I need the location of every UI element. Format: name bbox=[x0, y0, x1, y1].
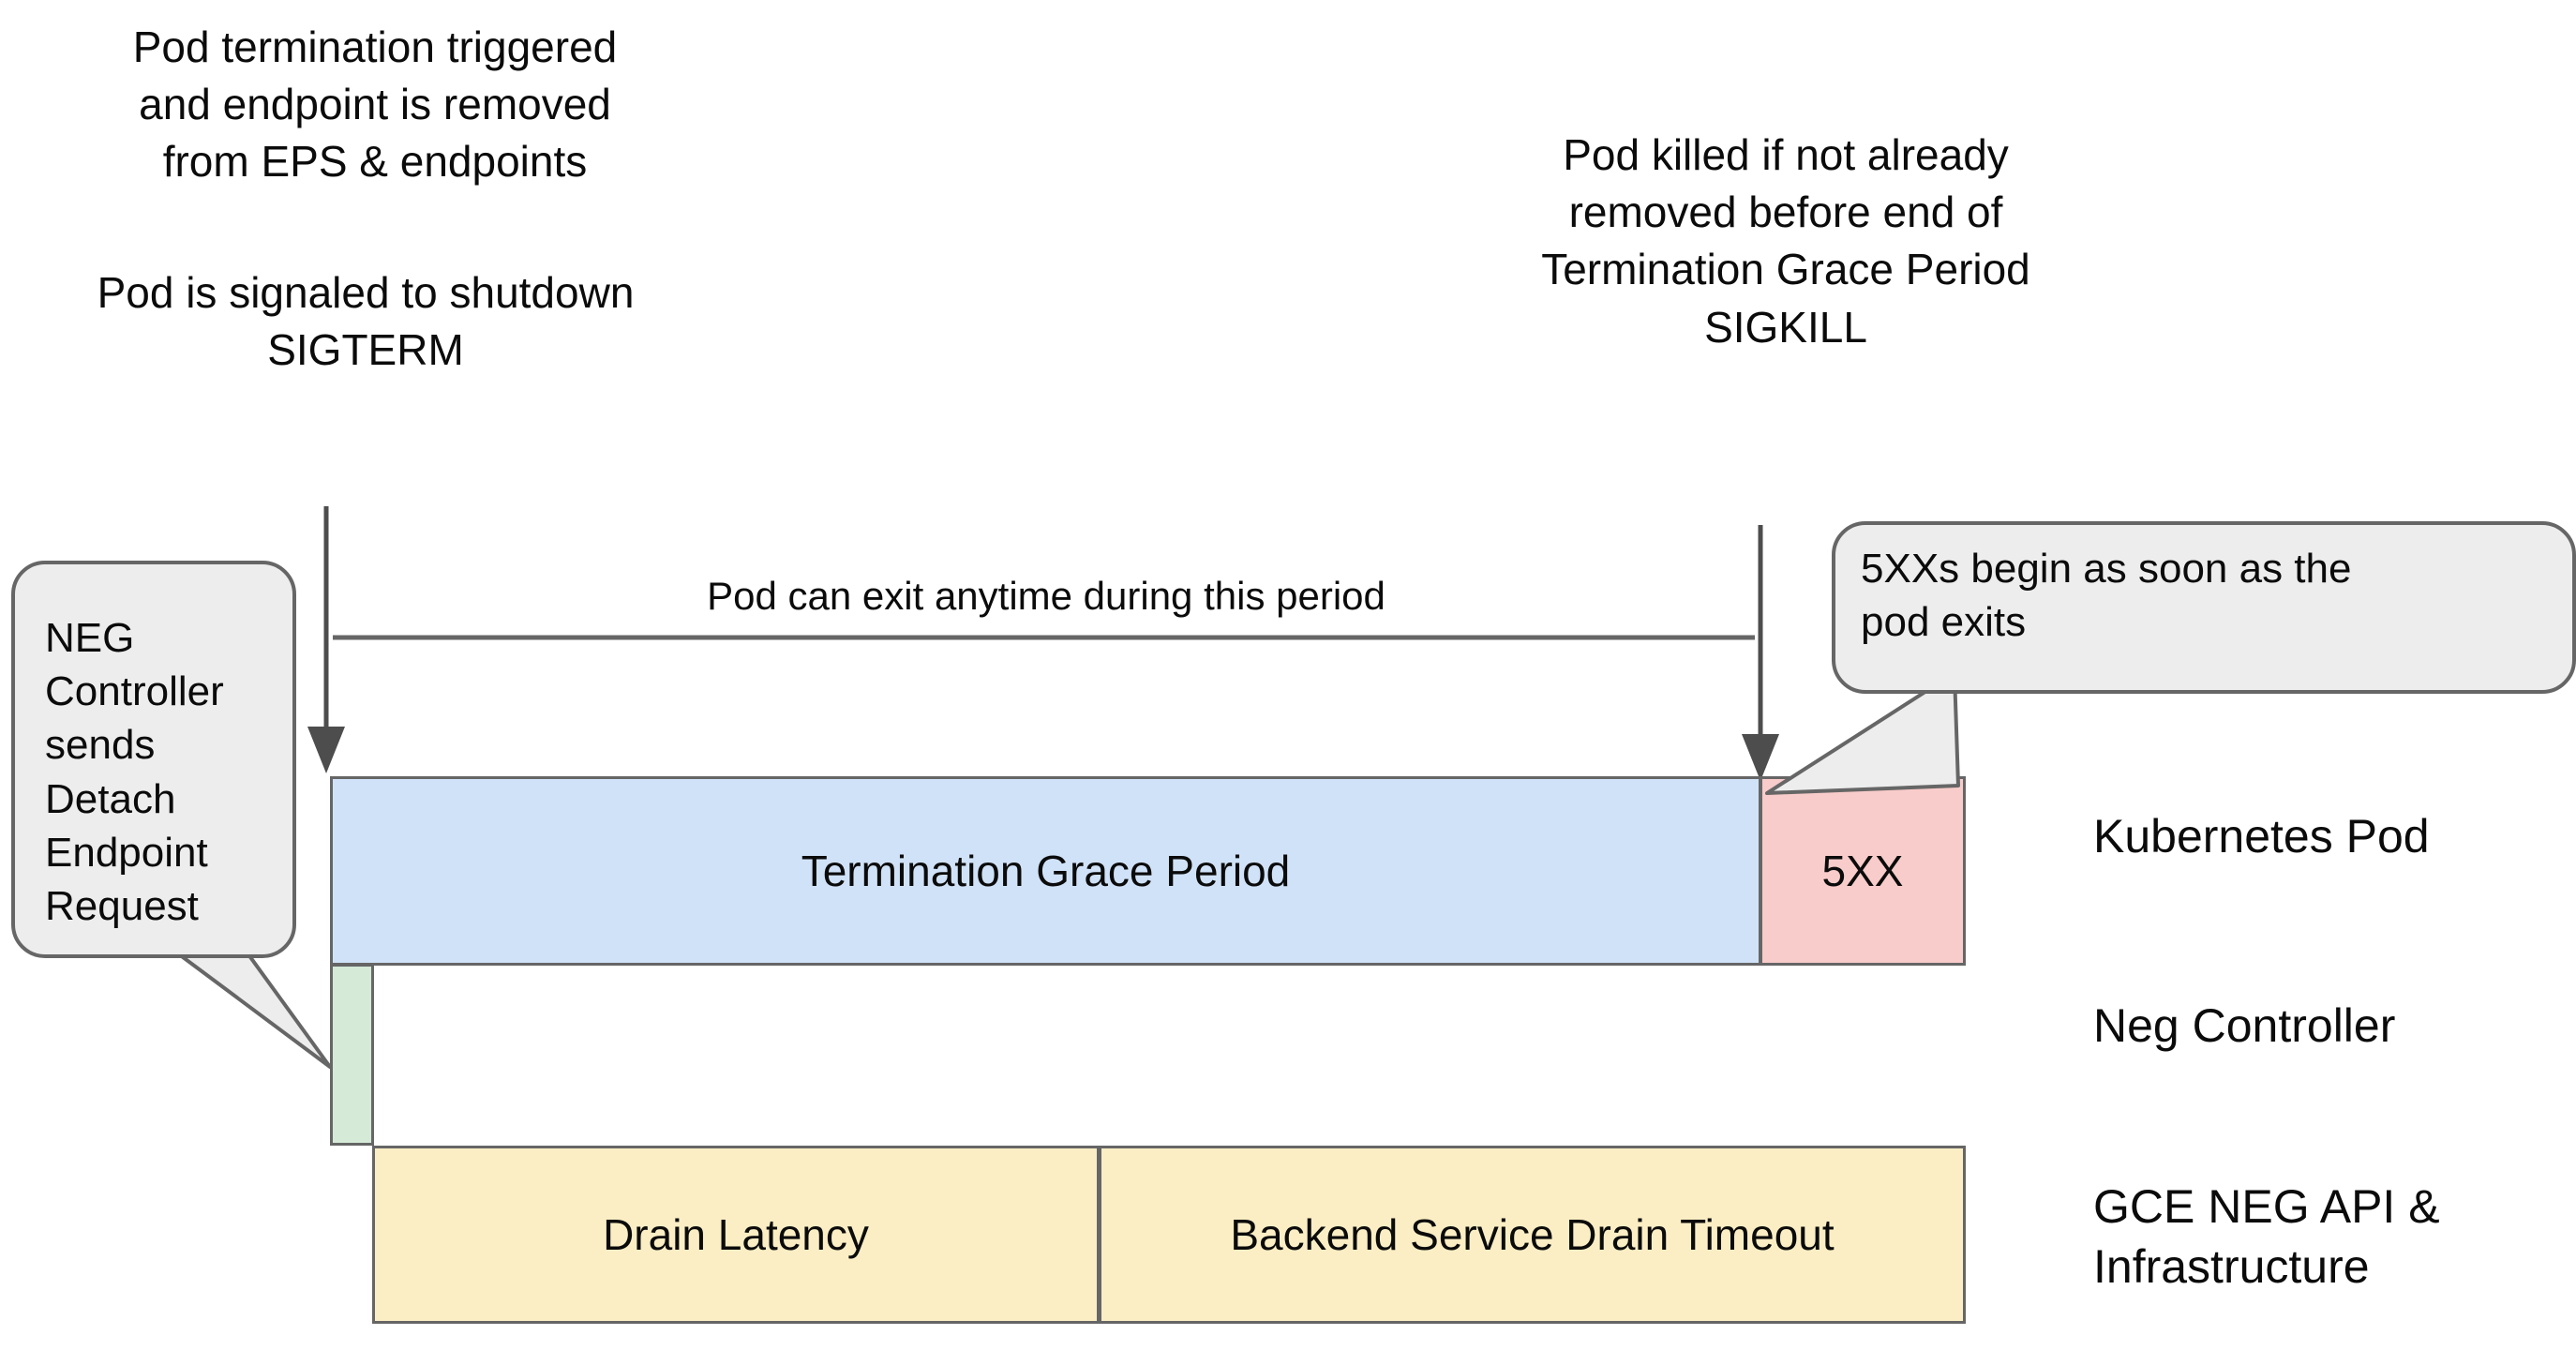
callout-neg-controller[interactable] bbox=[11, 561, 332, 1069]
row-label-gce-neg-api: GCE NEG API & Infrastructure bbox=[2093, 1180, 2440, 1293]
bar-backend-service-drain-timeout[interactable]: Backend Service Drain Timeout bbox=[1099, 1146, 1966, 1324]
callout-5xx[interactable] bbox=[1765, 521, 2576, 795]
note-pod-termination-triggered: Pod termination triggered and endpoint i… bbox=[132, 22, 618, 187]
callout-neg-controller-body bbox=[11, 561, 296, 958]
bar-drain-latency[interactable]: Drain Latency bbox=[372, 1146, 1100, 1324]
note-pod-signaled-shutdown: Pod is signaled to shutdown SIGTERM bbox=[97, 268, 635, 375]
row-label-kubernetes-pod: Kubernetes Pod bbox=[2093, 810, 2430, 862]
callout-5xx-tail bbox=[1765, 671, 1960, 795]
callout-5xx-body bbox=[1832, 521, 2576, 694]
note-pod-killed-sigkill: Pod killed if not already removed before… bbox=[1541, 130, 2030, 352]
pod-exit-period-label: Pod can exit anytime during this period bbox=[707, 574, 1385, 618]
bar-5xx[interactable]: 5XX bbox=[1760, 776, 1966, 966]
callout-neg-controller-tail bbox=[170, 947, 332, 1069]
bar-termination-grace-period[interactable]: Termination Grace Period bbox=[330, 776, 1761, 966]
row-label-neg-controller: Neg Controller bbox=[2093, 999, 2396, 1052]
bar-neg-controller-detach[interactable] bbox=[330, 964, 374, 1146]
